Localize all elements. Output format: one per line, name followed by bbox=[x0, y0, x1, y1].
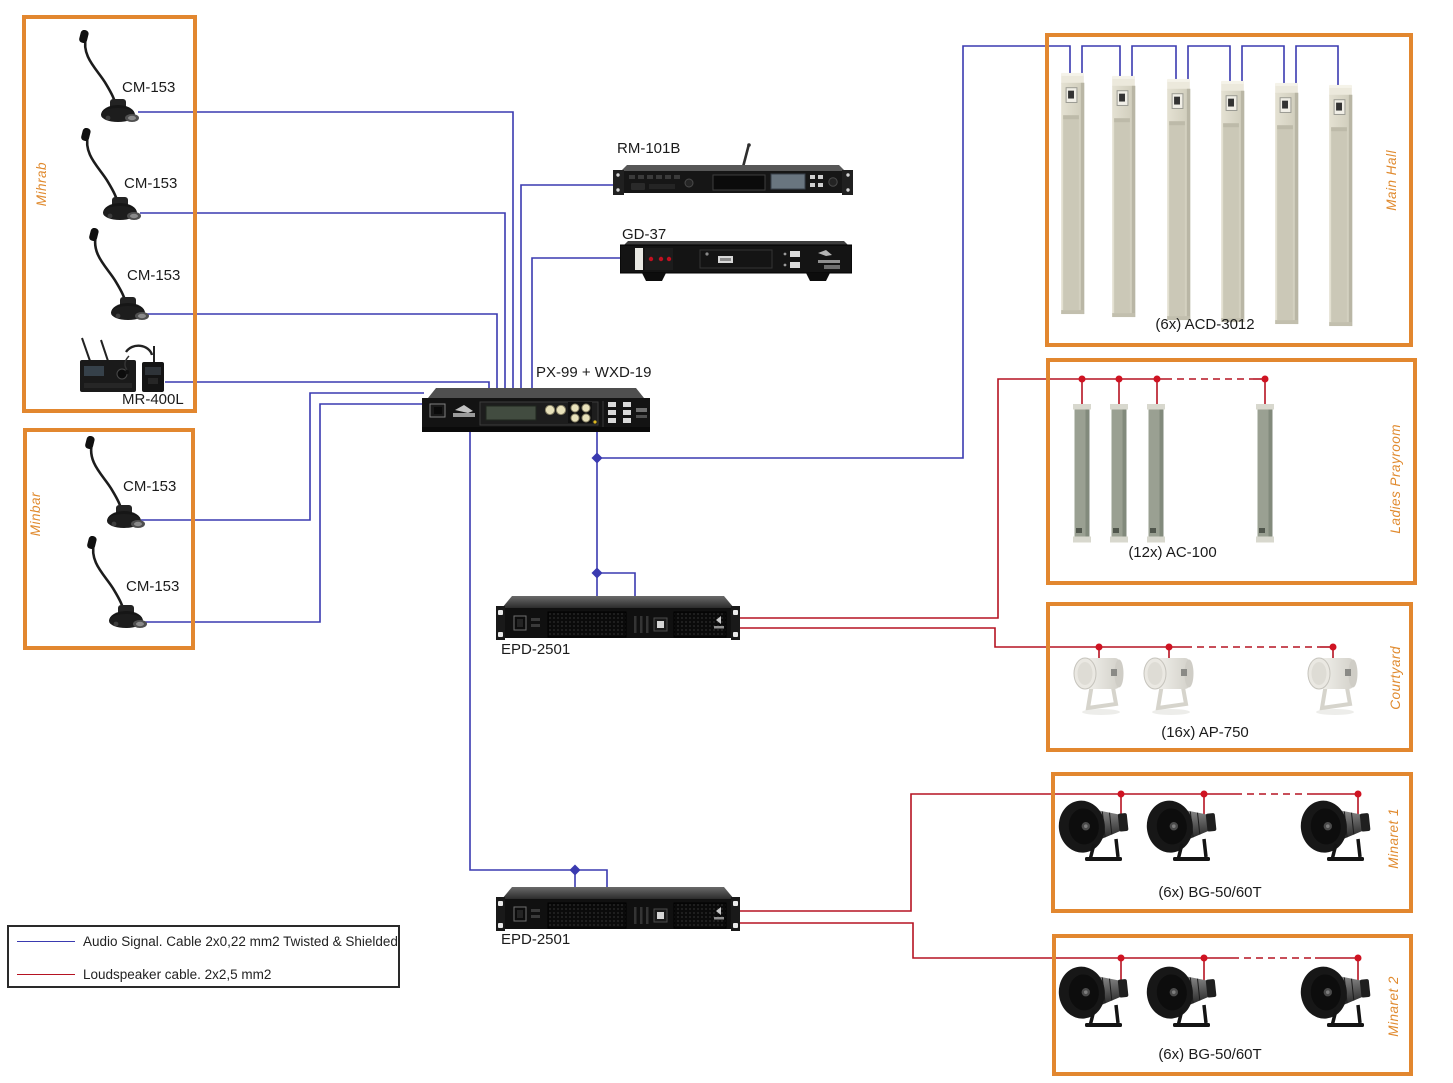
horn-speaker-graphic bbox=[1058, 964, 1130, 1030]
column-speaker-graphic bbox=[1256, 404, 1274, 544]
mic-label: CM-153 bbox=[126, 578, 180, 595]
mic-label: CM-153 bbox=[122, 79, 176, 96]
zone-box-minbar bbox=[23, 428, 195, 650]
column-speaker-graphic bbox=[1220, 78, 1246, 324]
media-player-label: GD-37 bbox=[622, 226, 667, 243]
column-speaker-graphic bbox=[1166, 76, 1192, 322]
zone-label-minaret-1: Minaret 1 bbox=[1386, 808, 1401, 869]
column-speaker-graphic bbox=[1110, 404, 1128, 544]
horn-speaker-graphic bbox=[1146, 964, 1218, 1030]
zone-box-ladies-prayroom bbox=[1046, 358, 1417, 585]
column-speaker-graphic bbox=[1111, 73, 1137, 319]
column-speaker-graphic bbox=[1328, 82, 1354, 328]
projector-speaker-graphic bbox=[1072, 652, 1126, 716]
projector-speaker-graphic bbox=[1142, 652, 1196, 716]
speaker-cables bbox=[740, 375, 1362, 990]
mixer-preamp-label: PX-99 + WXD-19 bbox=[536, 364, 652, 381]
column-speaker-graphic bbox=[1147, 404, 1165, 544]
mic-label: CM-153 bbox=[127, 267, 181, 284]
horn-speaker-graphic bbox=[1300, 798, 1372, 864]
amplifier-label: EPD-2501 bbox=[501, 931, 571, 948]
legend-row-audio: Audio Signal. Cable 2x0,22 mm2 Twisted &… bbox=[9, 931, 398, 951]
column-speaker-graphic bbox=[1274, 80, 1300, 326]
zone-label-minaret-2: Minaret 2 bbox=[1386, 976, 1401, 1037]
radio-tuner-label: RM-101B bbox=[617, 140, 681, 157]
power-amplifier-graphic bbox=[496, 887, 740, 933]
amplifier-label: EPD-2501 bbox=[501, 641, 571, 658]
zone-box-minaret-1 bbox=[1051, 772, 1413, 913]
wireless-mic-label: MR-400L bbox=[122, 391, 184, 408]
legend-row-speaker: Loudspeaker cable. 2x2,5 mm2 bbox=[9, 964, 398, 984]
column-speaker-graphic bbox=[1073, 404, 1091, 544]
zone-label-courtyard: Courtyard bbox=[1388, 646, 1403, 710]
wireless-mic-set-graphic bbox=[80, 336, 170, 396]
mixer-preamp-graphic bbox=[422, 386, 650, 436]
horn-speaker-graphic bbox=[1300, 964, 1372, 1030]
horn-speaker-graphic bbox=[1146, 798, 1218, 864]
zone-box-main-hall bbox=[1045, 33, 1413, 347]
zone-box-minaret-2 bbox=[1052, 934, 1413, 1076]
zone-label-main-hall: Main Hall bbox=[1384, 150, 1399, 211]
media-player-graphic bbox=[620, 241, 852, 283]
zone-label-minbar: Minbar bbox=[28, 492, 43, 537]
gooseneck-mic-graphic bbox=[72, 30, 142, 125]
speaker-group-label: (16x) AP-750 bbox=[1161, 724, 1249, 741]
speaker-group-label: (6x) BG-50/60T bbox=[1158, 884, 1262, 901]
zone-label-ladies-prayroom: Ladies Prayroom bbox=[1388, 424, 1403, 534]
mic-label: CM-153 bbox=[123, 478, 177, 495]
legend: Audio Signal. Cable 2x0,22 mm2 Twisted &… bbox=[7, 925, 400, 988]
speaker-group-label: (12x) AC-100 bbox=[1128, 544, 1217, 561]
mic-label: CM-153 bbox=[124, 175, 178, 192]
legend-speaker-label: Loudspeaker cable. 2x2,5 mm2 bbox=[83, 966, 272, 982]
speaker-group-label: (6x) ACD-3012 bbox=[1155, 316, 1255, 333]
zone-label-mihrab: Mihrab bbox=[34, 162, 49, 207]
projector-speaker-graphic bbox=[1306, 652, 1360, 716]
power-amplifier-graphic bbox=[496, 596, 740, 642]
legend-audio-label: Audio Signal. Cable 2x0,22 mm2 Twisted &… bbox=[83, 933, 398, 949]
horn-speaker-graphic bbox=[1058, 798, 1130, 864]
zone-box-courtyard bbox=[1046, 602, 1413, 752]
speaker-group-label: (6x) BG-50/60T bbox=[1158, 1046, 1262, 1063]
zone-box-mihrab bbox=[22, 15, 197, 413]
audio-cable-swatch bbox=[17, 940, 75, 942]
audio-cables bbox=[138, 45, 1339, 897]
column-speaker-graphic bbox=[1060, 70, 1086, 316]
speaker-cable-swatch bbox=[17, 973, 75, 975]
